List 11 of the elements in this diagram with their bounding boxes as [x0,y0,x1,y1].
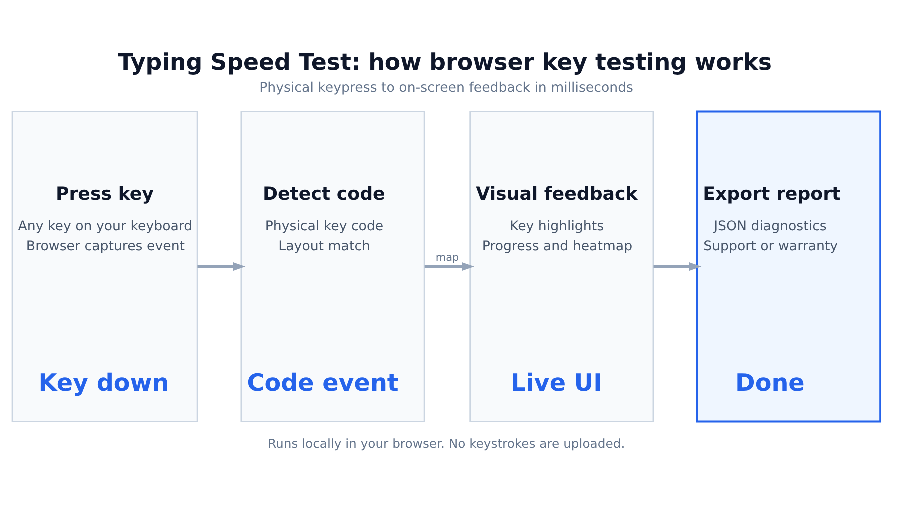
arrow [424,262,474,271]
edge-label: map [436,251,460,264]
label: Physical keypress to on-screen feedback in milliseconds [260,80,634,96]
node-box: Press key Any key on your keyboard Browser captures event Key down [12,110,198,422]
diagram-title: Typing Speed Test: how browser key testing works [118,49,772,76]
node-box: Visual feedback Key highlights Progress and heatmap Live UI [470,110,654,422]
arrow [654,262,702,271]
node-box: Export report JSON diagnostics Support or warranty Done [696,110,882,422]
caption: Runs locally in your browser. No keystrokes are uploaded. [268,435,626,450]
arrow [198,262,246,271]
node-box: Detect code Physical key code Layout match Code event [240,110,426,422]
